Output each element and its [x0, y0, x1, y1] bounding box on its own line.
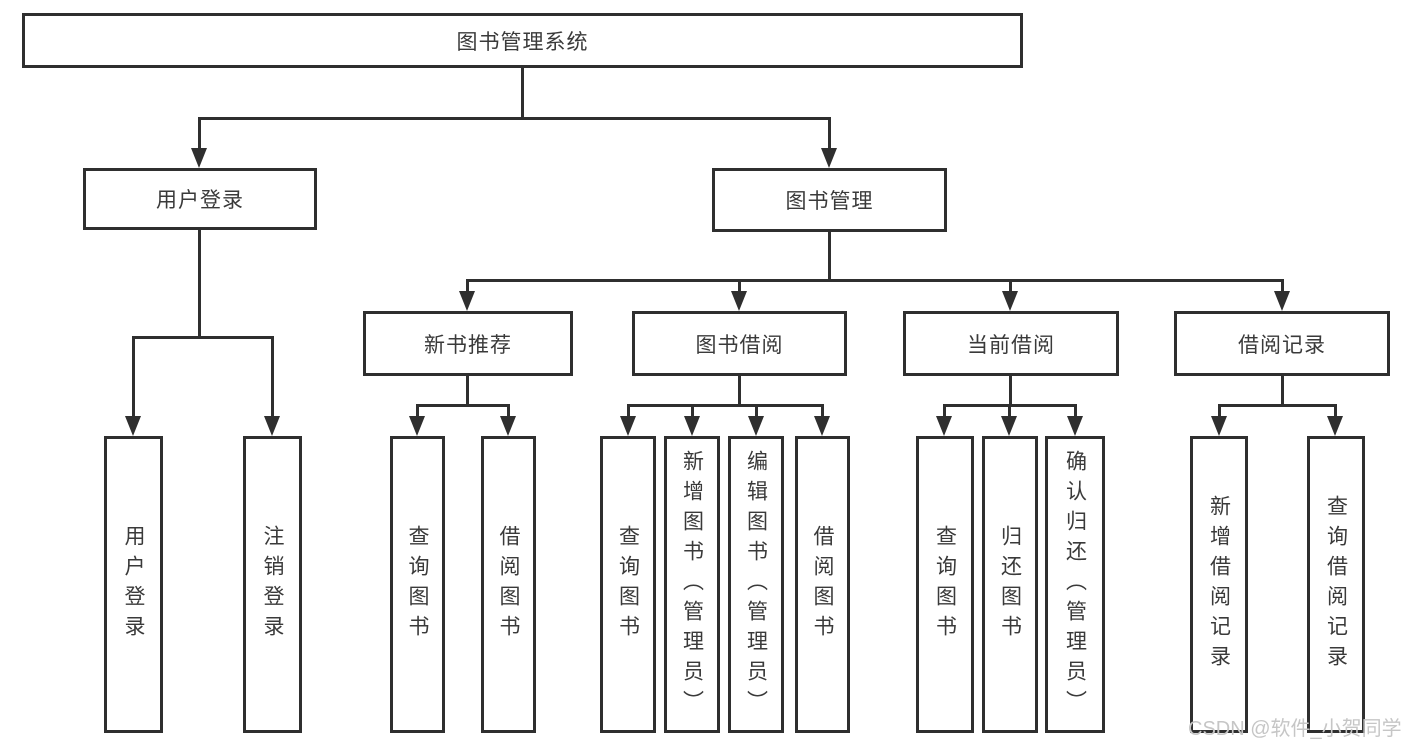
arrow-down-icon: [409, 416, 425, 436]
node-label: 借阅图书: [811, 524, 834, 645]
connector-line: [132, 336, 274, 339]
connector-line: [1218, 404, 1337, 407]
connector-line: [821, 404, 824, 418]
arrow-down-icon: [1002, 291, 1018, 311]
connector-line: [691, 404, 694, 418]
node-label: 借阅记录: [1238, 333, 1326, 357]
leaf-user-login: 用户登录: [104, 436, 163, 733]
node-book-borrowing: 图书借阅: [632, 311, 847, 376]
connector-line: [1074, 404, 1077, 418]
connector-line: [1008, 404, 1011, 418]
connector-line: [271, 336, 274, 418]
connector-line: [1009, 376, 1012, 404]
arrow-down-icon: [1274, 291, 1290, 311]
connector-line: [1281, 376, 1284, 404]
csdn-watermark: CSDN @软件_小贺同学: [1188, 718, 1402, 740]
node-label: 查询图书: [933, 524, 957, 645]
arrow-down-icon: [821, 148, 837, 168]
leaf-edit-book-admin: 编辑图书（管理员）: [728, 436, 784, 733]
connector-line: [627, 404, 824, 407]
node-label: 用户登录: [122, 524, 145, 645]
connector-line: [1334, 404, 1337, 418]
leaf-confirm-return-admin: 确认归还（管理员）: [1045, 436, 1105, 733]
connector-line: [198, 117, 831, 120]
leaf-query-borrow-record: 查询借阅记录: [1307, 436, 1365, 733]
connector-line: [738, 376, 741, 404]
node-label: 借阅图书: [497, 524, 520, 645]
arrow-down-icon: [125, 416, 141, 436]
leaf-add-book-admin: 新增图书（管理员）: [664, 436, 720, 733]
node-label: 新书推荐: [424, 333, 512, 357]
node-label: 图书管理系统: [456, 30, 589, 54]
connector-line: [828, 117, 831, 151]
connector-line: [943, 404, 946, 418]
arrow-down-icon: [620, 416, 636, 436]
connector-line: [132, 336, 135, 418]
connector-line: [198, 117, 201, 151]
leaf-borrow-book: 借阅图书: [795, 436, 850, 733]
leaf-query-book: 查询图书: [390, 436, 445, 733]
node-system-root: 图书管理系统: [22, 13, 1023, 68]
node-label: 确认归还（管理员）: [1063, 449, 1087, 720]
node-label: 用户登录: [156, 189, 244, 212]
connector-line: [198, 230, 201, 336]
node-user-login-branch: 用户登录: [83, 168, 317, 230]
node-label: 编辑图书（管理员）: [744, 449, 768, 720]
connector-line: [466, 279, 1283, 282]
connector-line: [1218, 404, 1221, 418]
arrow-down-icon: [264, 416, 280, 436]
connector-line: [1281, 279, 1284, 293]
connector-line: [738, 279, 741, 293]
connector-line: [416, 404, 419, 418]
arrow-down-icon: [1211, 416, 1227, 436]
arrow-down-icon: [1001, 416, 1017, 436]
node-label: 当前借阅: [967, 333, 1055, 357]
node-label: 图书借阅: [695, 333, 784, 357]
node-book-management: 图书管理: [712, 168, 947, 232]
node-label: 查询借阅记录: [1324, 494, 1348, 675]
leaf-return-book: 归还图书: [982, 436, 1038, 733]
arrow-down-icon: [459, 291, 475, 311]
arrow-down-icon: [1327, 416, 1343, 436]
node-current-borrowing: 当前借阅: [903, 311, 1119, 376]
node-label: 归还图书: [998, 524, 1022, 645]
node-label: 查询图书: [616, 524, 640, 645]
connector-line: [1009, 279, 1012, 293]
node-label: 新增图书（管理员）: [680, 449, 704, 720]
node-new-book-recommend: 新书推荐: [363, 311, 573, 376]
arrow-down-icon: [191, 148, 207, 168]
node-label: 查询图书: [406, 524, 429, 645]
connector-line: [466, 376, 469, 404]
connector-line: [416, 404, 510, 407]
connector-line: [755, 404, 758, 418]
arrow-down-icon: [1067, 416, 1083, 436]
arrow-down-icon: [936, 416, 952, 436]
connector-line: [627, 404, 630, 418]
arrow-down-icon: [731, 291, 747, 311]
connector-line: [828, 232, 831, 279]
connector-line: [507, 404, 510, 418]
arrow-down-icon: [684, 416, 700, 436]
leaf-query-book: 查询图书: [600, 436, 656, 733]
node-label: 图书管理: [785, 190, 874, 213]
arrow-down-icon: [500, 416, 516, 436]
connector-line: [521, 68, 524, 117]
node-label: 新增借阅记录: [1207, 494, 1231, 675]
leaf-logout: 注销登录: [243, 436, 302, 733]
leaf-add-borrow-record: 新增借阅记录: [1190, 436, 1248, 733]
leaf-borrow-book: 借阅图书: [481, 436, 536, 733]
leaf-query-book: 查询图书: [916, 436, 974, 733]
node-borrowing-records: 借阅记录: [1174, 311, 1390, 376]
arrow-down-icon: [814, 416, 830, 436]
arrow-down-icon: [748, 416, 764, 436]
connector-line: [466, 279, 469, 293]
node-label: 注销登录: [261, 524, 284, 645]
